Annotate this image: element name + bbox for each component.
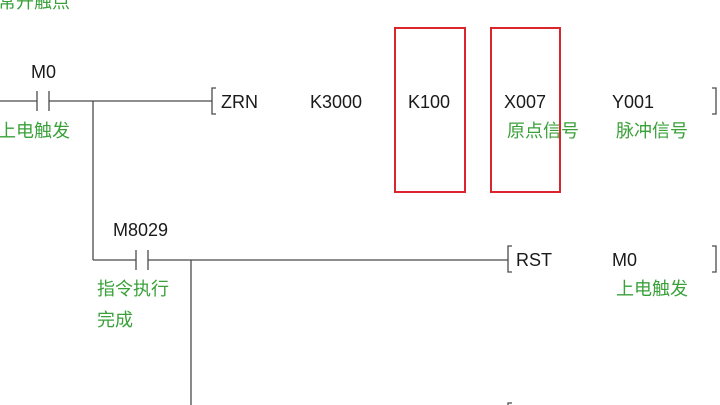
zrn-right-bracket [712,87,717,115]
m0-contact-label: M0 [31,62,57,82]
next-instruction-bracket [507,402,512,405]
m8029-contact-label: M8029 [113,220,169,240]
m0-contact-comment: 上电触发 [0,121,70,142]
zrn-instruction-label: ZRN [221,92,258,112]
zrn-operand-origin-input: X007 [504,92,547,112]
m8029-comment-line1: 指令执行 [97,279,169,300]
rst-right-bracket [712,245,717,273]
zrn-operand-pulse-output: Y001 [612,92,655,112]
rst-left-bracket [507,245,512,273]
zrn-origin-comment: 原点信号 [507,121,579,142]
rst-operand: M0 [612,250,638,270]
zrn-left-bracket [211,87,216,115]
zrn-pulse-comment: 脉冲信号 [616,121,688,142]
highlight-box-k100 [394,27,466,193]
rst-operand-comment: 上电触发 [616,279,688,300]
m8029-comment-line2: 完成 [97,310,133,331]
zrn-operand-creep: K100 [408,92,451,112]
top-comment: 常开触点 [0,0,70,13]
rst-instruction-label: RST [516,250,552,270]
zrn-operand-speed: K3000 [310,92,363,112]
highlight-box-x007 [490,27,561,193]
